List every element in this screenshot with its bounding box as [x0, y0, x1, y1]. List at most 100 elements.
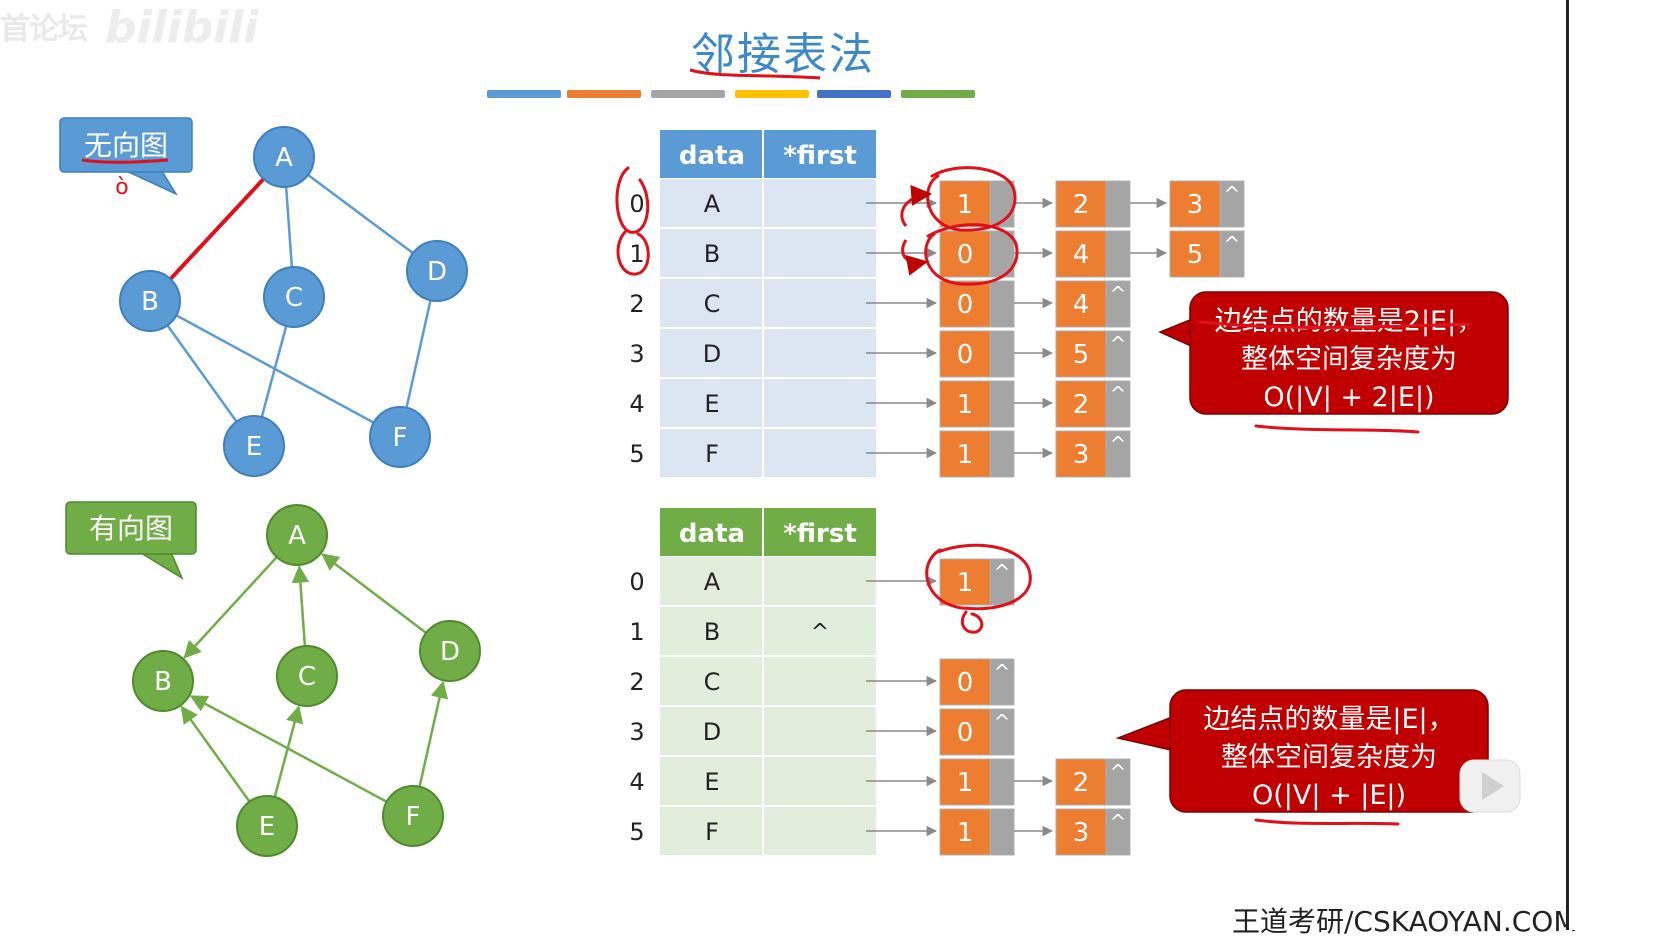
node-label: A [275, 143, 293, 173]
callout-line: O(|V| + 2|E|) [1263, 382, 1434, 413]
null-pointer: ^ [1110, 332, 1127, 356]
edge-node-label: 5 [1187, 240, 1204, 270]
edge-node: 5^ [1055, 330, 1131, 378]
graph-arc [189, 695, 388, 803]
first-cell [764, 379, 876, 427]
graph-node: F [382, 785, 444, 847]
null-pointer: ^ [1110, 382, 1127, 406]
edge-node: 1 [939, 808, 1015, 856]
node-circle [223, 415, 285, 477]
row-index: 2 [629, 668, 644, 696]
directed-label: 有向图 [65, 501, 197, 580]
right-margin [1569, 0, 1666, 930]
edge-node: 5^ [1169, 230, 1245, 278]
graph-node: A [253, 126, 315, 188]
edge-node-value [1055, 808, 1107, 856]
graph-node: E [223, 415, 285, 477]
callout-line: 边结点的数量是2|E|， [1215, 306, 1483, 337]
first-cell [764, 229, 876, 277]
label-box [59, 117, 193, 173]
edge-node-label: 5 [1073, 340, 1090, 370]
node-circle [266, 504, 328, 566]
row-data: D [703, 340, 721, 368]
first-cell [764, 757, 876, 805]
header-label: *first [783, 141, 857, 171]
graph-arc [180, 705, 251, 803]
first-cell [764, 279, 876, 327]
edge-node-next [1105, 230, 1131, 278]
graph-arc [418, 680, 449, 788]
edge-node: 0 [939, 230, 1015, 278]
null-pointer: ^ [994, 560, 1011, 584]
label-underline-annotation [81, 158, 169, 164]
color-bar [487, 90, 561, 98]
row-index: 3 [629, 718, 644, 746]
node-label: A [288, 521, 306, 551]
graph-edge [283, 155, 438, 273]
null-pointer: ^ [1110, 810, 1127, 834]
data-cell [660, 557, 762, 605]
node-label: B [141, 287, 159, 317]
node-label: C [285, 283, 303, 313]
row-index: 2 [629, 290, 644, 318]
null-pointer: ^ [1110, 760, 1127, 784]
first-cell [764, 607, 876, 655]
header-cell [764, 508, 876, 556]
callout-text-underline [1198, 320, 1472, 329]
first-cell [764, 807, 876, 855]
edge-node-next [989, 330, 1015, 378]
edge-node: 4 [1055, 230, 1131, 278]
edge-node-value [1055, 180, 1107, 228]
edge-node: 2^ [1055, 758, 1131, 806]
header-cell [660, 130, 762, 178]
edge-node: 1 [939, 180, 1015, 228]
callout-line: 整体空间复杂度为 [1241, 344, 1457, 375]
index-circle-0 [615, 166, 650, 234]
data-cell [660, 657, 762, 705]
color-bar [651, 90, 725, 98]
play-badge [1459, 759, 1521, 813]
row-index: 5 [629, 440, 644, 468]
edge-node: 4^ [1055, 280, 1131, 328]
data-cell [660, 279, 762, 327]
row-data: F [705, 818, 719, 846]
row-first-null: ^ [811, 620, 829, 645]
edge-node-next [989, 430, 1015, 478]
row-data: E [704, 768, 719, 796]
row-index: 4 [629, 390, 644, 418]
row-data: B [704, 618, 720, 646]
edge-node-value [1055, 280, 1107, 328]
edge-node-value [939, 230, 991, 278]
row-data: A [704, 190, 721, 218]
edge-node: 3^ [1169, 180, 1245, 228]
data-cell [660, 379, 762, 427]
null-pointer: ^ [1110, 432, 1127, 456]
play-icon [1482, 772, 1504, 800]
node-label: F [393, 423, 408, 453]
row-data: C [704, 668, 721, 696]
edge-node-next [1105, 758, 1131, 806]
undirected-label: 无向图 [59, 117, 193, 196]
null-pointer: ^ [1224, 182, 1241, 206]
edge-node-next [1105, 430, 1131, 478]
node-label: D [427, 257, 447, 287]
annotation-arrow [900, 184, 933, 227]
data-cell [660, 607, 762, 655]
node-circle-directed [925, 543, 1032, 611]
edge-node-label: 4 [1073, 240, 1090, 270]
data-cell [660, 229, 762, 277]
bilibili-logo: bilibili [105, 2, 259, 53]
node-circle [276, 645, 338, 707]
callout-line: O(|V| + |E|) [1252, 780, 1406, 811]
first-cell [764, 429, 876, 477]
header-cell [660, 508, 762, 556]
